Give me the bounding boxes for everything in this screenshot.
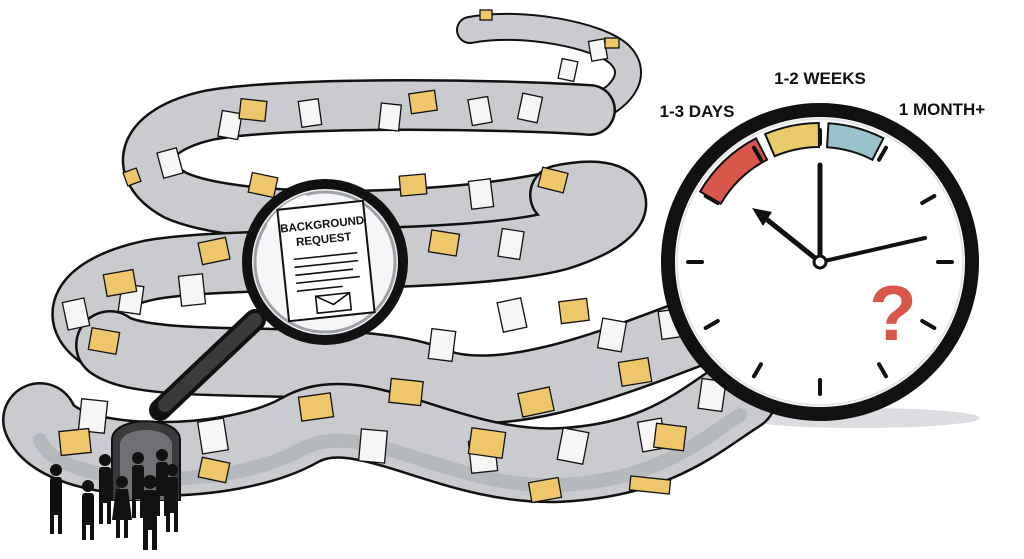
segment-1-2-weeks	[763, 121, 821, 158]
segment-1-3-days	[698, 136, 769, 206]
document-text-lines	[293, 251, 360, 292]
label-1-2-weeks: 1-2 WEEKS	[774, 69, 866, 88]
clock-tick	[877, 145, 888, 162]
clock-center-pin	[812, 254, 828, 270]
people-silhouettes	[50, 449, 178, 550]
clock-tick	[703, 319, 720, 330]
clock-tick	[877, 362, 888, 379]
clock-tick	[920, 319, 937, 330]
label-1-3-days: 1-3 DAYS	[660, 102, 735, 121]
label-1-month-plus: 1 MONTH+	[899, 100, 986, 119]
segment-1-month-plus	[825, 122, 885, 162]
document-title-line2: REQUEST	[296, 231, 353, 249]
clock-tick	[752, 145, 763, 162]
clock-tick	[920, 194, 937, 205]
clock-tick-marks	[686, 128, 954, 396]
question-mark-icon: ?	[869, 269, 917, 357]
clock-second-hand	[818, 236, 927, 264]
background-request-document: BACKGROUND REQUEST	[276, 199, 376, 323]
scattered-folders	[58, 9, 688, 504]
envelope-icon	[314, 291, 353, 315]
wait-time-clock: ?	[661, 103, 979, 421]
clock-tick	[703, 194, 720, 205]
clock-tick	[752, 362, 763, 379]
clock-hour-hand	[762, 215, 823, 265]
